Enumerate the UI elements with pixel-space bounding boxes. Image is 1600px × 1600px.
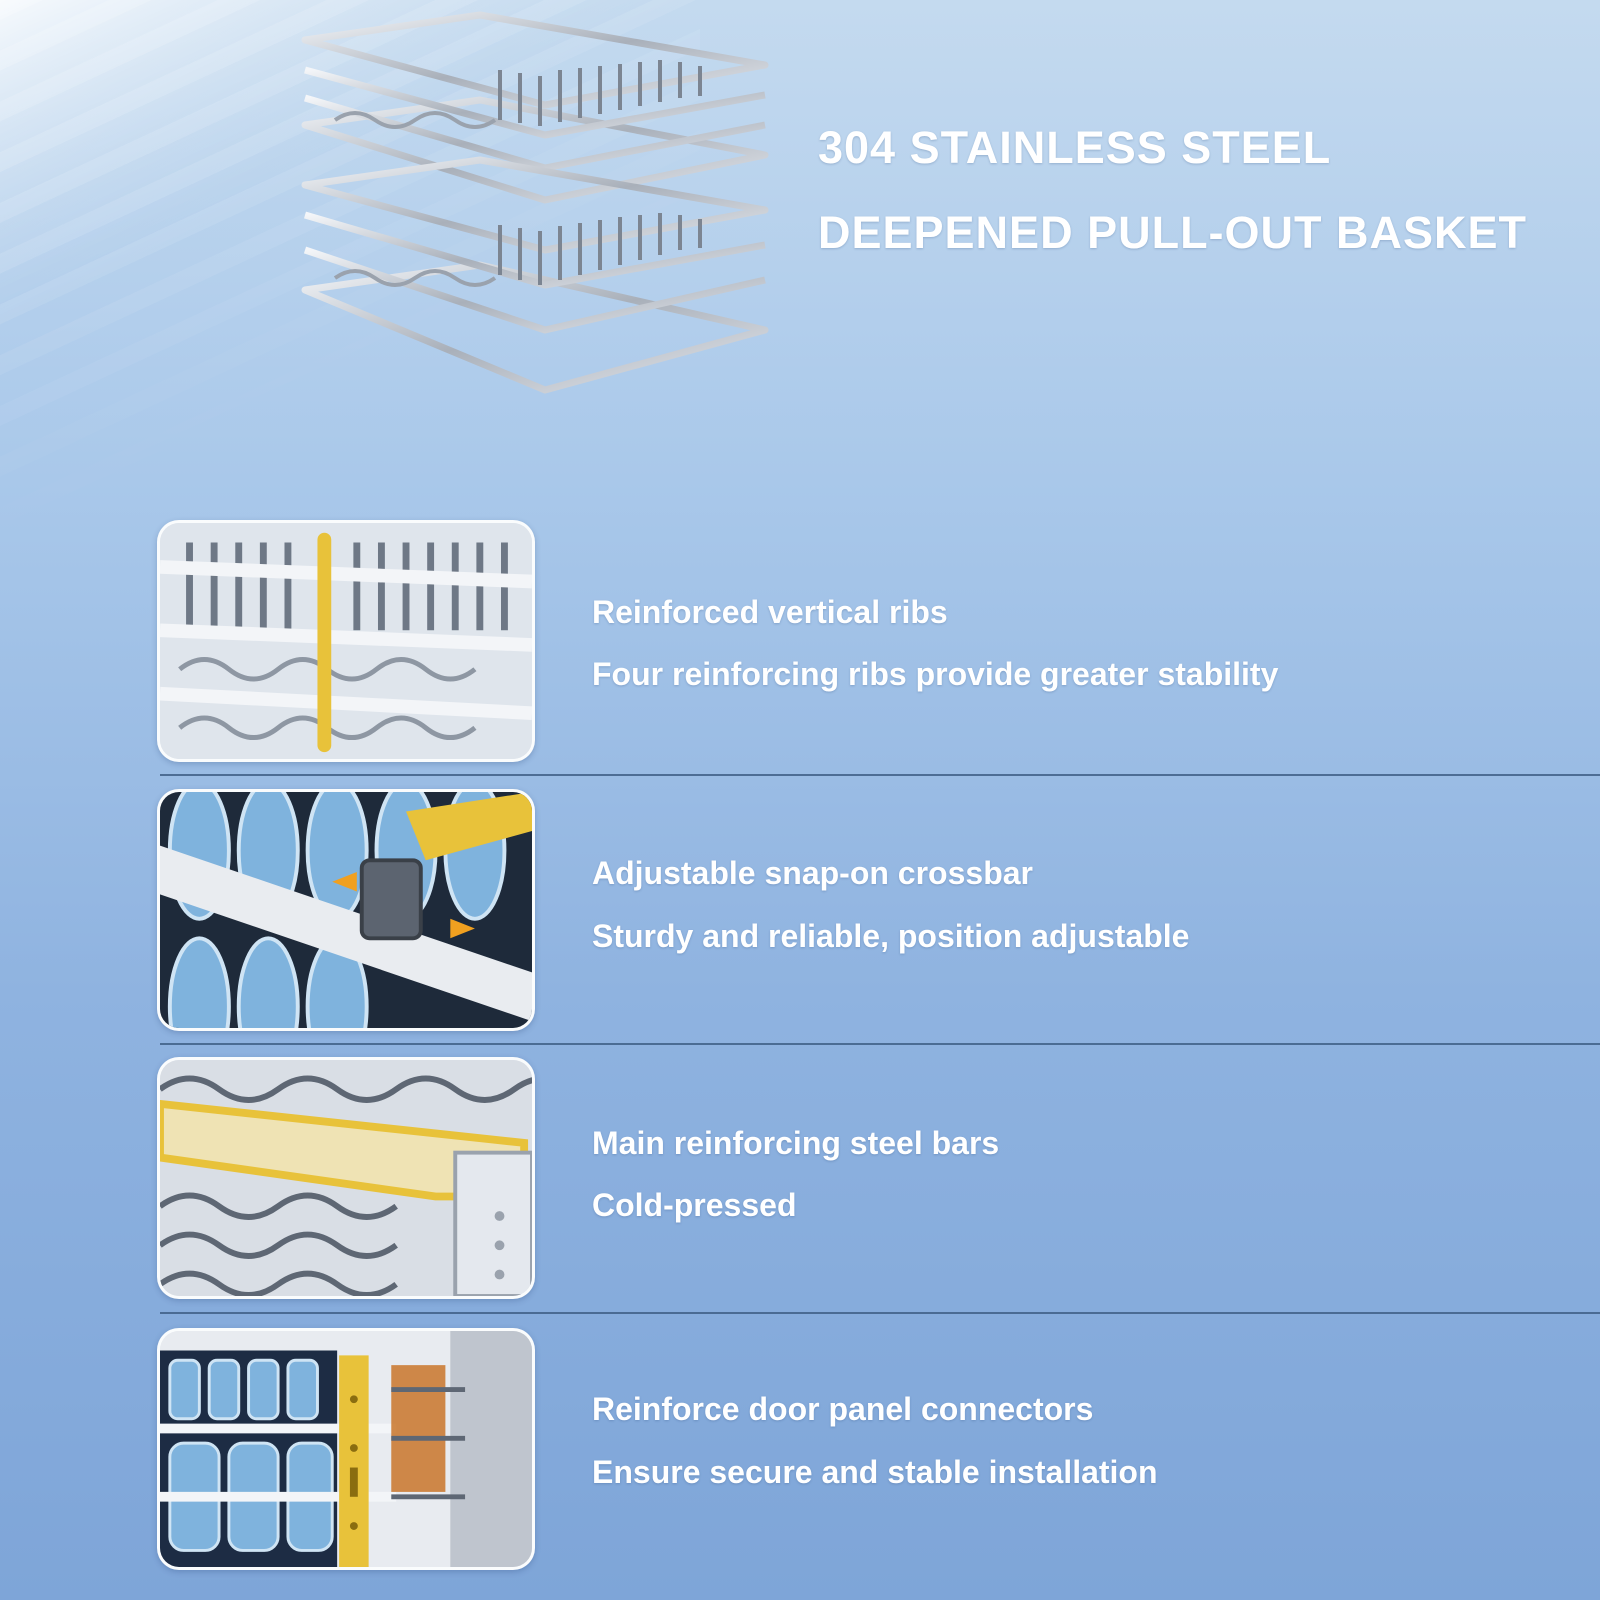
feature-4-title: Reinforce door panel connectors	[592, 1391, 1094, 1427]
feature-2-subtitle: Sturdy and reliable, position adjustable	[592, 918, 1190, 954]
feature-4-subtitle: Ensure secure and stable installation	[592, 1454, 1158, 1490]
steel-bars-thumbnail	[157, 1057, 535, 1299]
feature-1-subtitle: Four reinforcing ribs provide greater st…	[592, 656, 1279, 692]
feature-divider-3	[160, 1312, 1600, 1314]
vertical-ribs-thumbnail	[157, 520, 535, 762]
feature-divider-1	[160, 774, 1600, 776]
feature-3-title: Main reinforcing steel bars	[592, 1125, 1000, 1161]
feature-divider-2	[160, 1043, 1600, 1045]
headline-line-2: DEEPENED PULL-OUT BASKET	[818, 207, 1528, 258]
feature-1-title: Reinforced vertical ribs	[592, 594, 948, 630]
pull-out-basket-image	[295, 10, 785, 430]
headline-line-1: 304 STAINLESS STEEL	[818, 122, 1332, 173]
feature-3-subtitle: Cold-pressed	[592, 1187, 797, 1223]
feature-2-title: Adjustable snap-on crossbar	[592, 855, 1033, 891]
door-connector-thumbnail	[157, 1328, 535, 1570]
crossbar-thumbnail	[157, 789, 535, 1031]
